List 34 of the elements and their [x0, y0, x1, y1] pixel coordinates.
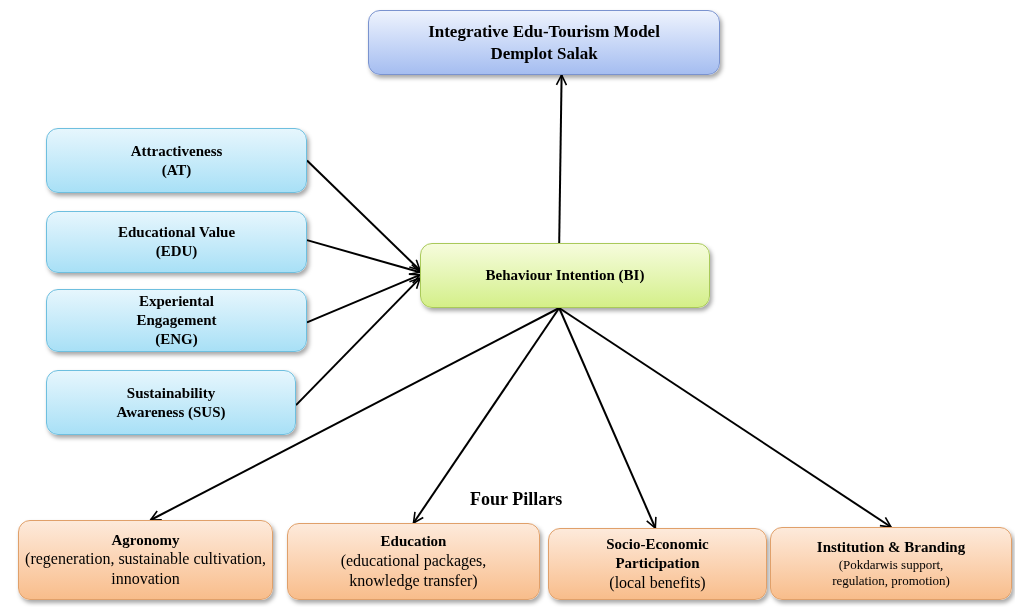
factor-box: [46, 211, 307, 273]
factor-box: [46, 289, 307, 352]
node-title: Attractiveness (AT): [129, 141, 224, 180]
arrow: [149, 307, 561, 521]
node-title: Institution & Branding: [816, 537, 966, 557]
node-title: Socio-Economic Participation: [605, 535, 710, 573]
node-title: Experiental Engagement (ENG): [135, 292, 218, 349]
pillar-box: [18, 520, 273, 600]
arrow: [306, 159, 421, 272]
arrow: [306, 273, 421, 324]
node-description: (Pokdarwis support, regulation, promotion): [831, 556, 951, 590]
arrow: [412, 307, 561, 524]
arrow: [555, 74, 568, 244]
pillar-box: [287, 523, 540, 600]
node-title: Education: [380, 532, 447, 551]
arrow: [558, 307, 657, 529]
arrow: [558, 307, 892, 528]
arrow: [295, 277, 421, 407]
node-title: Integrative Edu-Tourism Model Demplot Salak: [427, 21, 661, 64]
factor-box: [46, 128, 307, 193]
node-title: Educational Value (EDU): [116, 223, 237, 261]
pillar-box: [548, 528, 767, 600]
model-box: [368, 10, 720, 75]
node-title: Behaviour Intention (BI): [485, 266, 645, 285]
arrow: [306, 239, 421, 276]
factor-box: [46, 370, 296, 435]
outcome-box: [420, 243, 710, 308]
node-title: Sustainability Awareness (SUS): [115, 383, 227, 422]
pillar-box: [770, 527, 1012, 600]
node-title: Agronomy: [111, 530, 180, 550]
node-description: (educational packages, knowledge transfer): [339, 550, 488, 591]
node-description: (local benefits): [609, 572, 706, 593]
node-description: (regeneration, sustainable cultivation, innovation: [24, 549, 267, 590]
group-heading: Four Pillars: [470, 488, 563, 511]
